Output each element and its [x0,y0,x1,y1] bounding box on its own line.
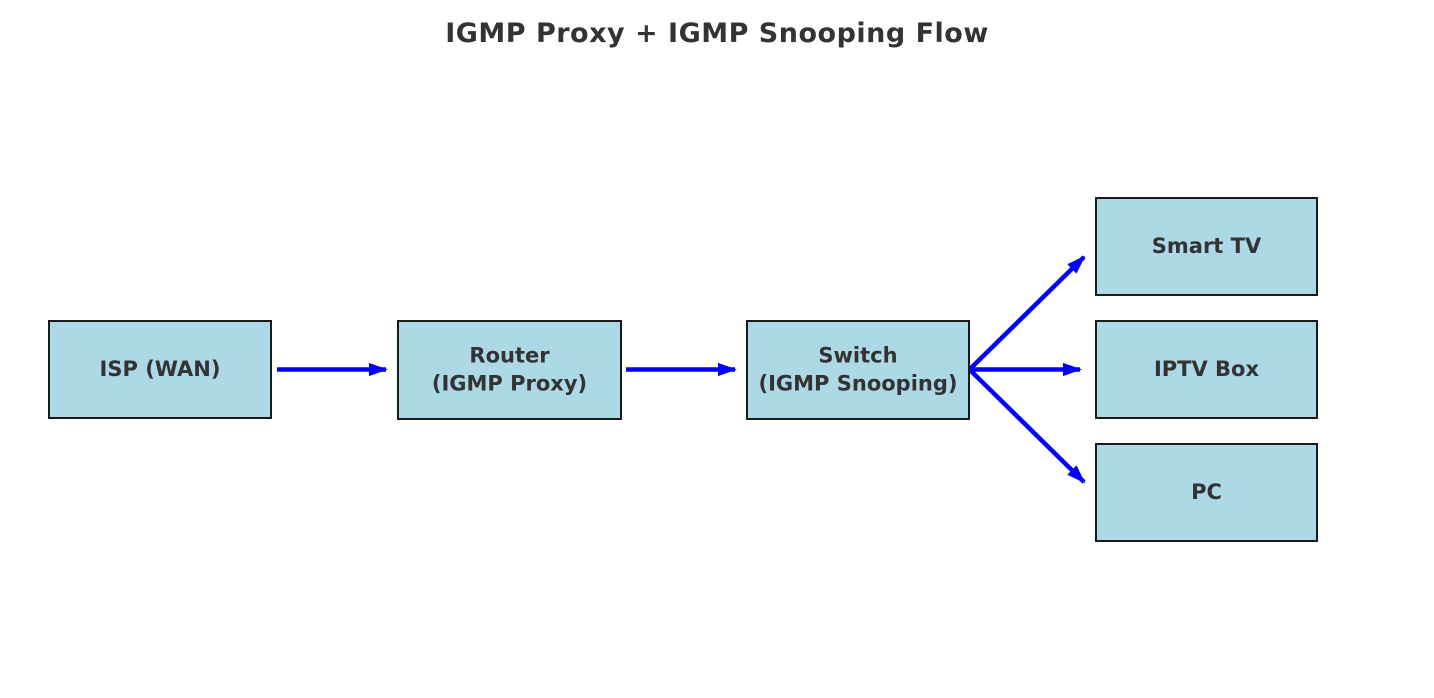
node-label: PC [1191,479,1222,504]
node-label: Router (IGMP Proxy) [431,343,588,395]
node-label: ISP (WAN) [99,356,221,381]
node-isp-wan: ISP (WAN) [48,320,272,419]
node-iptv-box: IPTV Box [1095,320,1318,419]
node-label: IPTV Box [1153,356,1260,381]
node-smart-tv: Smart TV [1095,197,1318,296]
node-pc: PC [1095,443,1318,542]
node-router-igmp-proxy: Router (IGMP Proxy) [397,320,622,420]
arrow-switch-to-pc [968,368,1086,484]
node-label: Smart TV [1151,233,1262,258]
node-switch-igmp-snooping: Switch (IGMP Snooping) [746,320,970,420]
node-label: Switch (IGMP Snooping) [758,343,958,395]
diagram-title: IGMP Proxy + IGMP Snooping Flow [445,18,989,49]
arrow-switch-to-smart-tv [968,255,1086,371]
